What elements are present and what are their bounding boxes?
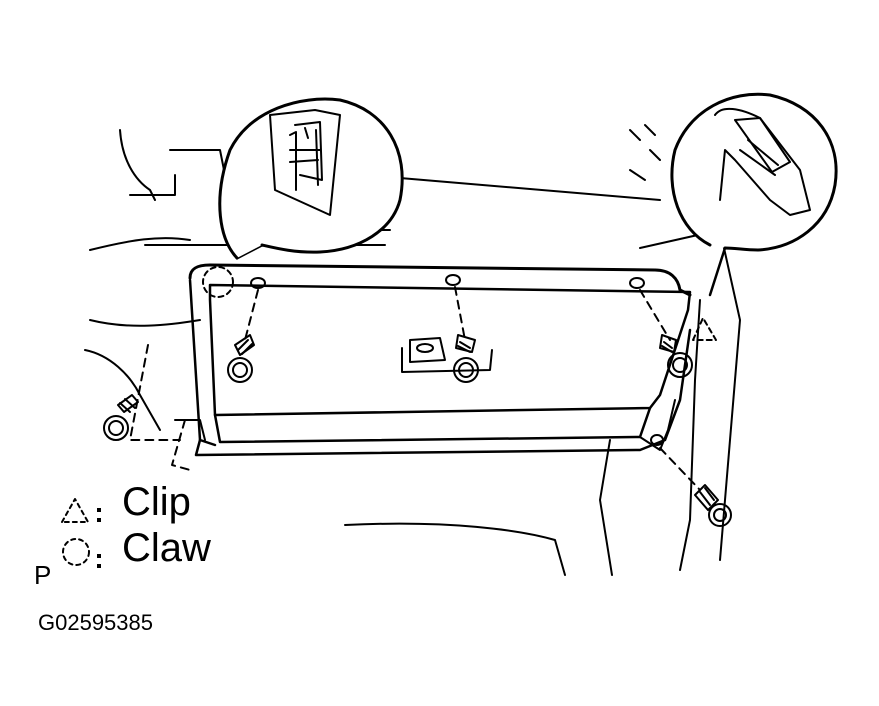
screw-icon [694,484,732,527]
clip-location-marker [692,317,717,341]
screw-icon [227,334,255,383]
lower-panel [174,263,692,457]
screw-icon [103,394,139,441]
legend-clip-label: Clip [122,480,191,524]
clip-detail-callout [670,92,838,297]
view-letter: P [34,560,52,590]
colon-mark [97,508,101,568]
mounting-holes [250,274,664,446]
claw-location-marker [202,266,234,298]
fastener-axis-lines [129,286,701,491]
clip-symbol-icon [61,498,89,523]
screw-icon [453,334,479,383]
figure-code: G02595385 [38,610,153,635]
legend-claw-label: Claw [122,526,211,570]
claw-symbol-icon [62,538,90,566]
claw-detail-callout [218,97,404,260]
screw-icon [659,334,693,378]
